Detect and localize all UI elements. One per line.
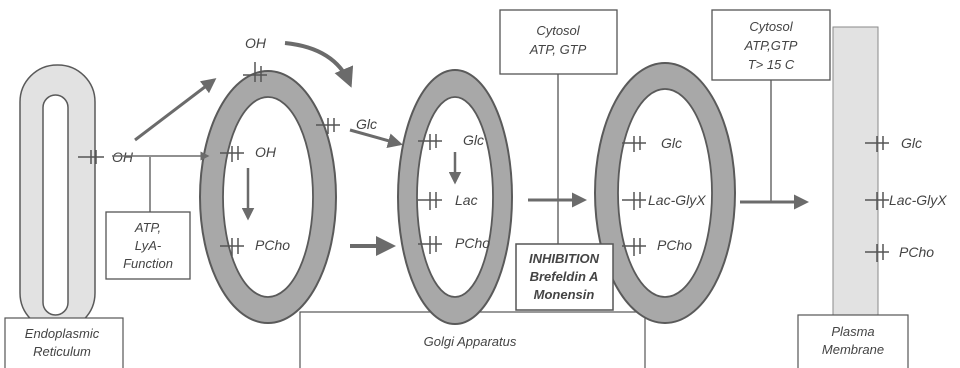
c1-oh-top-label: OH (245, 35, 267, 51)
anchor-c3-glc (622, 136, 646, 152)
c1-glc-label: Glc (356, 116, 377, 132)
arrow-er-to-top (134, 78, 217, 142)
anchor-c3-lacglyx (622, 192, 646, 210)
er-label-line2: Reticulum (33, 344, 91, 359)
atp-lya-function-box: ATP, LyA- Function (105, 157, 191, 280)
pm-glc-label: Glc (901, 135, 922, 151)
anchor-c1-oh (220, 146, 244, 162)
lipid-anchors (220, 62, 889, 262)
inhibition-line2: Brefeldin A (530, 269, 599, 284)
c3-glc-label: Glc (661, 135, 682, 151)
anchor-c2-glc (418, 134, 442, 150)
cytosol2-line1: Cytosol (749, 19, 793, 34)
atp-box-line1: ATP, (134, 220, 161, 235)
anchor-c2-pcho (418, 236, 442, 254)
c1-oh-inner-label: OH (255, 144, 277, 160)
endoplasmic-reticulum (19, 64, 96, 331)
golgi-cisterna-cis (199, 70, 337, 324)
c1-pcho-label: PCho (255, 237, 290, 253)
arrow-curved-top (284, 41, 354, 88)
atp-box-line3: Function (123, 256, 173, 271)
flow-arrows (112, 41, 809, 256)
er-label-box: Endoplasmic Reticulum (4, 317, 124, 368)
cytosol1-line2: ATP, GTP (529, 42, 587, 57)
atp-box-line2: LyA- (135, 238, 162, 253)
membrane-label-line1: Plasma (831, 324, 874, 339)
anchor-c2-lac (418, 192, 442, 210)
inhibition-box: INHIBITION Brefeldin A Monensin (515, 243, 614, 311)
arrow-glc-to-cisterna2 (349, 128, 403, 148)
cytosol2-line3: T> 15 C (748, 57, 795, 72)
er-oh-anchor (78, 150, 104, 164)
anchor-c1-top (243, 62, 267, 82)
er-oh-label: OH (112, 149, 134, 165)
er-label-line1: Endoplasmic (25, 326, 100, 341)
anchor-c1-glc (316, 118, 340, 134)
inhibition-line1: INHIBITION (529, 251, 600, 266)
anchor-pm-lacglyx (865, 192, 889, 210)
cytosol1-line1: Cytosol (536, 23, 580, 38)
golgi-cisterna-trans (594, 62, 736, 324)
inhibition-line3: Monensin (534, 287, 595, 302)
anchor-c1-pcho (220, 238, 244, 256)
c2-glc-label: Glc (463, 132, 484, 148)
c3-pcho-label: PCho (657, 237, 692, 253)
golgi-apparatus-label: Golgi Apparatus (424, 334, 517, 349)
cytosol-box-1: Cytosol ATP, GTP (499, 9, 618, 248)
membrane-label-line2: Membrane (822, 342, 884, 357)
plasma-membrane (832, 26, 879, 328)
anchor-pm-glc (865, 136, 889, 152)
golgi-apparatus-box: Golgi Apparatus (299, 311, 646, 368)
pm-pcho-label: PCho (899, 244, 934, 260)
anchor-pm-pcho (865, 244, 889, 262)
plasma-membrane-label-box: Plasma Membrane (797, 314, 909, 368)
anchor-c3-pcho (622, 238, 646, 256)
cytosol2-line2: ATP,GTP (744, 38, 798, 53)
c2-pcho-label: PCho (455, 235, 490, 251)
pm-lacglyx-label: Lac-GlyX (889, 192, 947, 208)
c2-lac-label: Lac (455, 192, 478, 208)
c3-lacglyx-label: Lac-GlyX (648, 192, 706, 208)
cytosol-box-2: Cytosol ATP,GTP T> 15 C (711, 9, 831, 202)
